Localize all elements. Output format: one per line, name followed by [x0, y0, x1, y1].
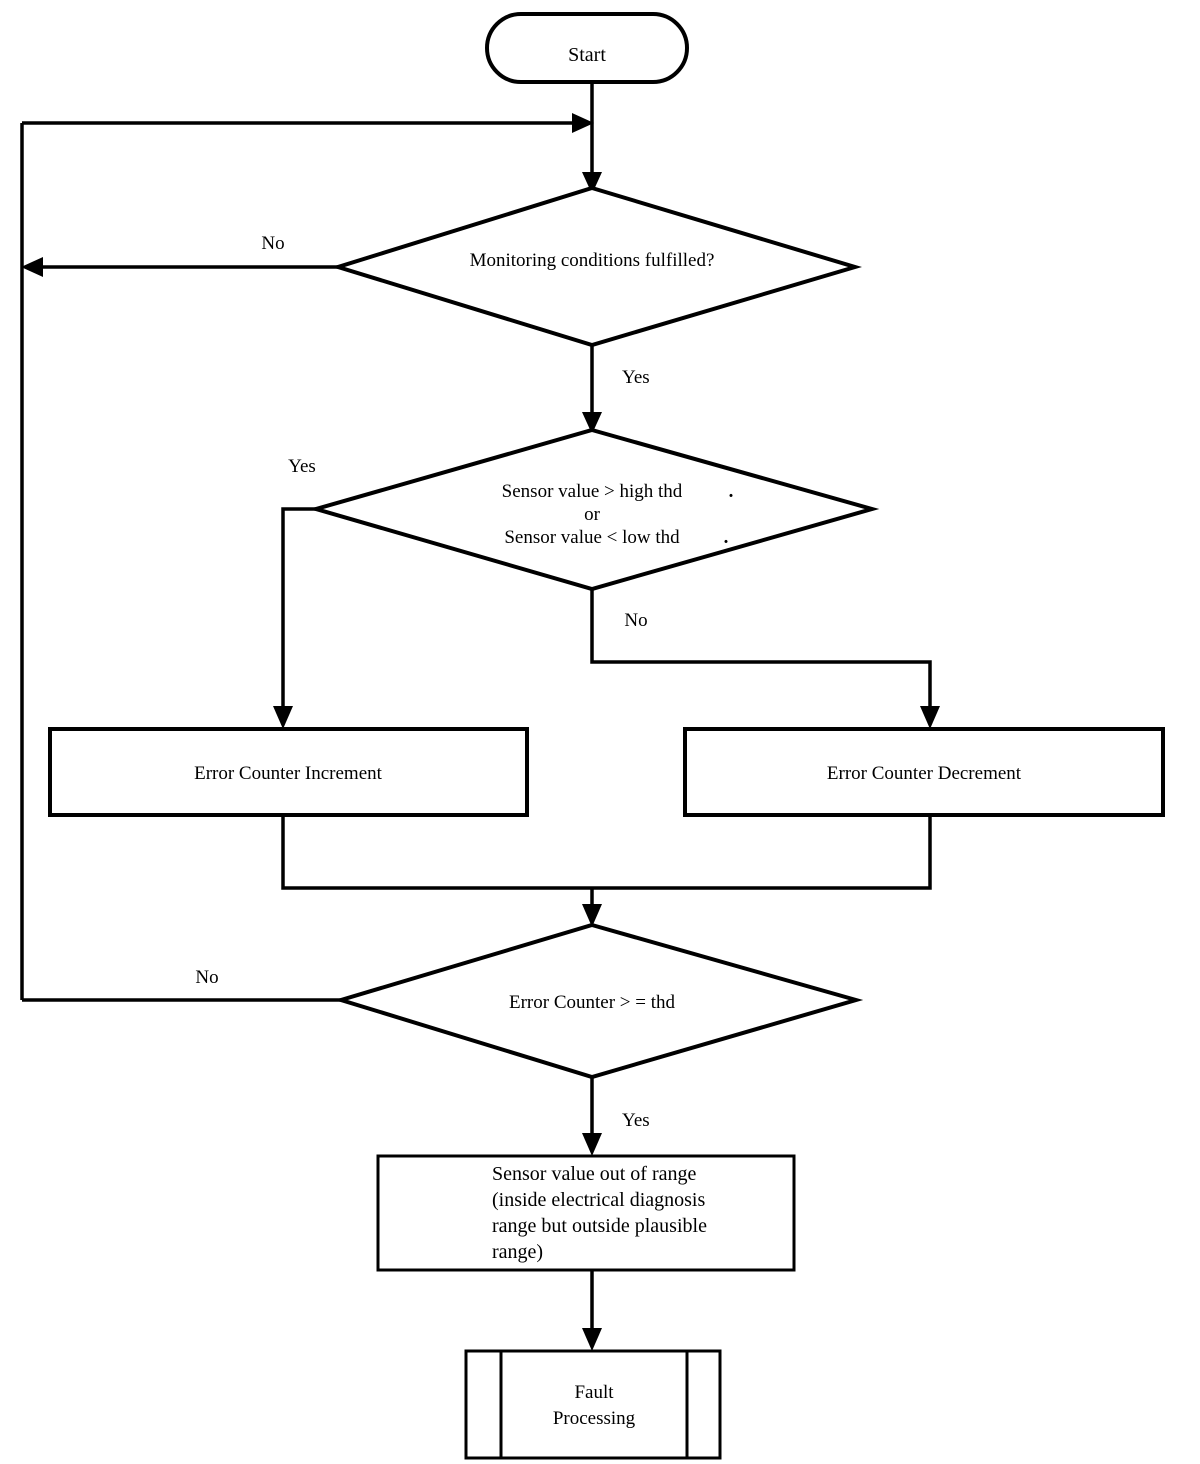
- edge-monitoring-no: No: [21, 233, 338, 277]
- edge-label-counter-no: No: [195, 967, 218, 988]
- start-terminator-shape: [485, 12, 689, 84]
- error-counter-increment-shape: [48, 727, 529, 817]
- decision-threshold-line1: Sensor value > high thd: [502, 481, 683, 502]
- decision-monitoring-label: Monitoring conditions fulfilled?: [470, 250, 715, 271]
- sensor-out-of-range-line4: range): [492, 1241, 543, 1263]
- edge-increment-to-merge: [281, 815, 592, 890]
- decision-threshold-line3: Sensor value < low thd: [504, 527, 680, 548]
- edge-range-to-fault: [582, 1270, 602, 1351]
- decision-monitoring-shape: [331, 185, 862, 348]
- node-decision-counter[interactable]: Error Counter > = thd: [334, 922, 864, 1080]
- fault-processing-shape: [464, 1349, 722, 1460]
- decision-threshold-shape: [308, 427, 880, 592]
- node-sensor-out-of-range[interactable]: Sensor value out of range (inside electr…: [376, 1154, 796, 1272]
- edge-monitoring-yes: Yes: [582, 345, 650, 434]
- decision-threshold-line2: or: [584, 504, 601, 525]
- edge-threshold-no: No: [590, 589, 940, 729]
- fault-processing-line1: Fault: [574, 1382, 614, 1403]
- edge-label-counter-yes: Yes: [622, 1110, 650, 1131]
- sensor-out-of-range-line2: (inside electrical diagnosis: [492, 1189, 705, 1211]
- decision-threshold-mark2: .: [724, 527, 729, 548]
- edge-label-monitoring-no: No: [261, 233, 284, 254]
- node-decision-threshold[interactable]: Sensor value > high thd or Sensor value …: [308, 427, 880, 592]
- edge-loopback-to-main: [22, 113, 594, 133]
- decision-counter-shape: [334, 922, 864, 1080]
- decision-counter-label: Error Counter > = thd: [509, 992, 676, 1013]
- edge-threshold-yes: Yes: [273, 456, 316, 729]
- start-label: Start: [568, 44, 606, 66]
- fault-processing-line2: Processing: [553, 1408, 636, 1429]
- node-start[interactable]: Start: [485, 12, 689, 84]
- node-fault-processing[interactable]: Fault Processing: [464, 1349, 722, 1460]
- edge-label-threshold-yes: Yes: [288, 456, 316, 477]
- edge-start-to-monitoring: [582, 82, 602, 194]
- edge-counter-yes: Yes: [582, 1077, 650, 1156]
- edge-merge-to-counter: [582, 888, 602, 927]
- node-error-counter-increment[interactable]: Error Counter Increment: [48, 727, 529, 817]
- node-decision-monitoring[interactable]: Monitoring conditions fulfilled?: [331, 185, 862, 348]
- edge-decrement-to-merge: [592, 815, 932, 890]
- error-counter-decrement-shape: [683, 727, 1165, 817]
- error-counter-increment-label: Error Counter Increment: [194, 763, 383, 784]
- edge-label-monitoring-yes: Yes: [622, 367, 650, 388]
- edge-counter-no: No: [22, 967, 341, 1002]
- sensor-out-of-range-line3: range but outside plausible: [492, 1215, 707, 1237]
- sensor-out-of-range-line1: Sensor value out of range: [492, 1163, 697, 1185]
- decision-threshold-mark1: .: [729, 481, 734, 502]
- edge-label-threshold-no: No: [624, 610, 647, 631]
- sensor-out-of-range-shape: [376, 1154, 796, 1272]
- error-counter-decrement-label: Error Counter Decrement: [827, 763, 1022, 784]
- node-error-counter-decrement[interactable]: Error Counter Decrement: [683, 727, 1165, 817]
